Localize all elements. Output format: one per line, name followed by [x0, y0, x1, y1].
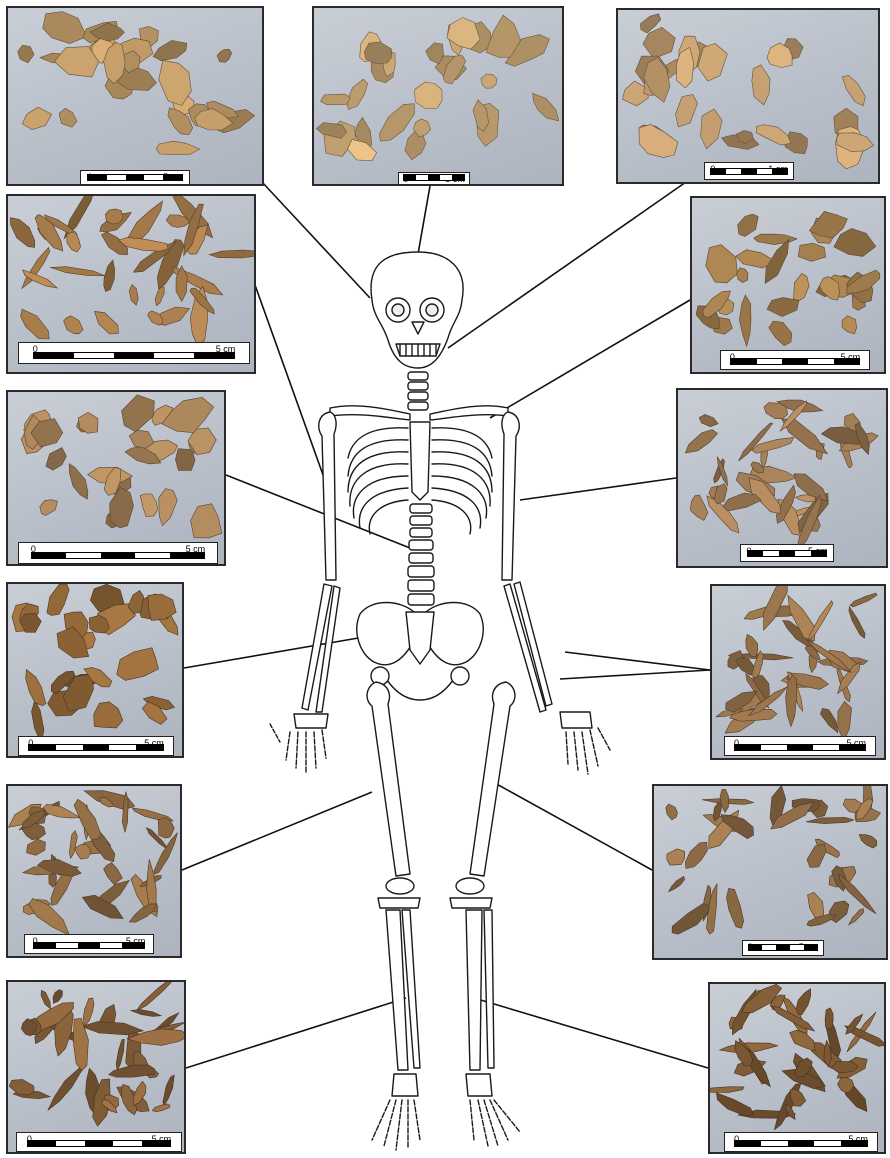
- scale-bar: 05 cm: [740, 544, 834, 562]
- scale-segments: [403, 174, 465, 181]
- scale-segments: [87, 174, 182, 181]
- scale-segments: [33, 352, 235, 359]
- sternum: [410, 422, 430, 500]
- scale-segments: [27, 1140, 171, 1147]
- bone-fragments: [654, 786, 886, 958]
- scale-segments: [28, 744, 164, 751]
- photo-panel-mandible-teeth: 01 cm: [616, 8, 880, 184]
- bone-fragments: [8, 786, 180, 956]
- scale-segments: [33, 942, 146, 949]
- bone-fragments: [8, 982, 184, 1152]
- scale-segments: [747, 550, 828, 557]
- scale-bar: 01 cm: [704, 162, 794, 180]
- leg-right: [450, 682, 520, 1146]
- ribs-left: [348, 428, 408, 534]
- lower-spine: [408, 504, 434, 605]
- photo-panel-humerus-fragments: 05 cm: [676, 388, 888, 568]
- bone-fragments: [314, 8, 562, 184]
- photo-panel-right-femur-fragments: 05 cm: [652, 784, 888, 960]
- bone-fragments: [710, 984, 884, 1152]
- bone-fragments: [712, 586, 884, 758]
- scale-segments: [710, 168, 787, 175]
- photo-panel-vault-fragments: 05 cm: [312, 6, 564, 186]
- scale-segments: [730, 358, 860, 365]
- bone-fragments: [8, 584, 182, 756]
- leg-left: [367, 682, 420, 1150]
- scale-bar: 05 cm: [742, 940, 824, 956]
- arm-left: [270, 412, 340, 772]
- arm-right: [502, 412, 610, 774]
- scale-segments: [734, 744, 866, 751]
- scale-segments: [748, 944, 818, 951]
- bone-fragments: [8, 392, 224, 564]
- bone-fragments: [618, 10, 878, 182]
- scale-bar: 05 cm: [398, 172, 470, 186]
- photo-panel-skull-fragments: 05 cm: [6, 6, 264, 186]
- skull: [371, 252, 463, 368]
- ribs-right: [432, 428, 492, 534]
- bone-fragments: [692, 198, 884, 372]
- bone-fragments: [8, 8, 262, 184]
- bone-fragments: [678, 390, 886, 566]
- scale-bar: 05 cm: [80, 170, 190, 186]
- scale-segments: [31, 552, 205, 559]
- cervical-spine: [408, 372, 428, 410]
- scale-segments: [734, 1140, 868, 1147]
